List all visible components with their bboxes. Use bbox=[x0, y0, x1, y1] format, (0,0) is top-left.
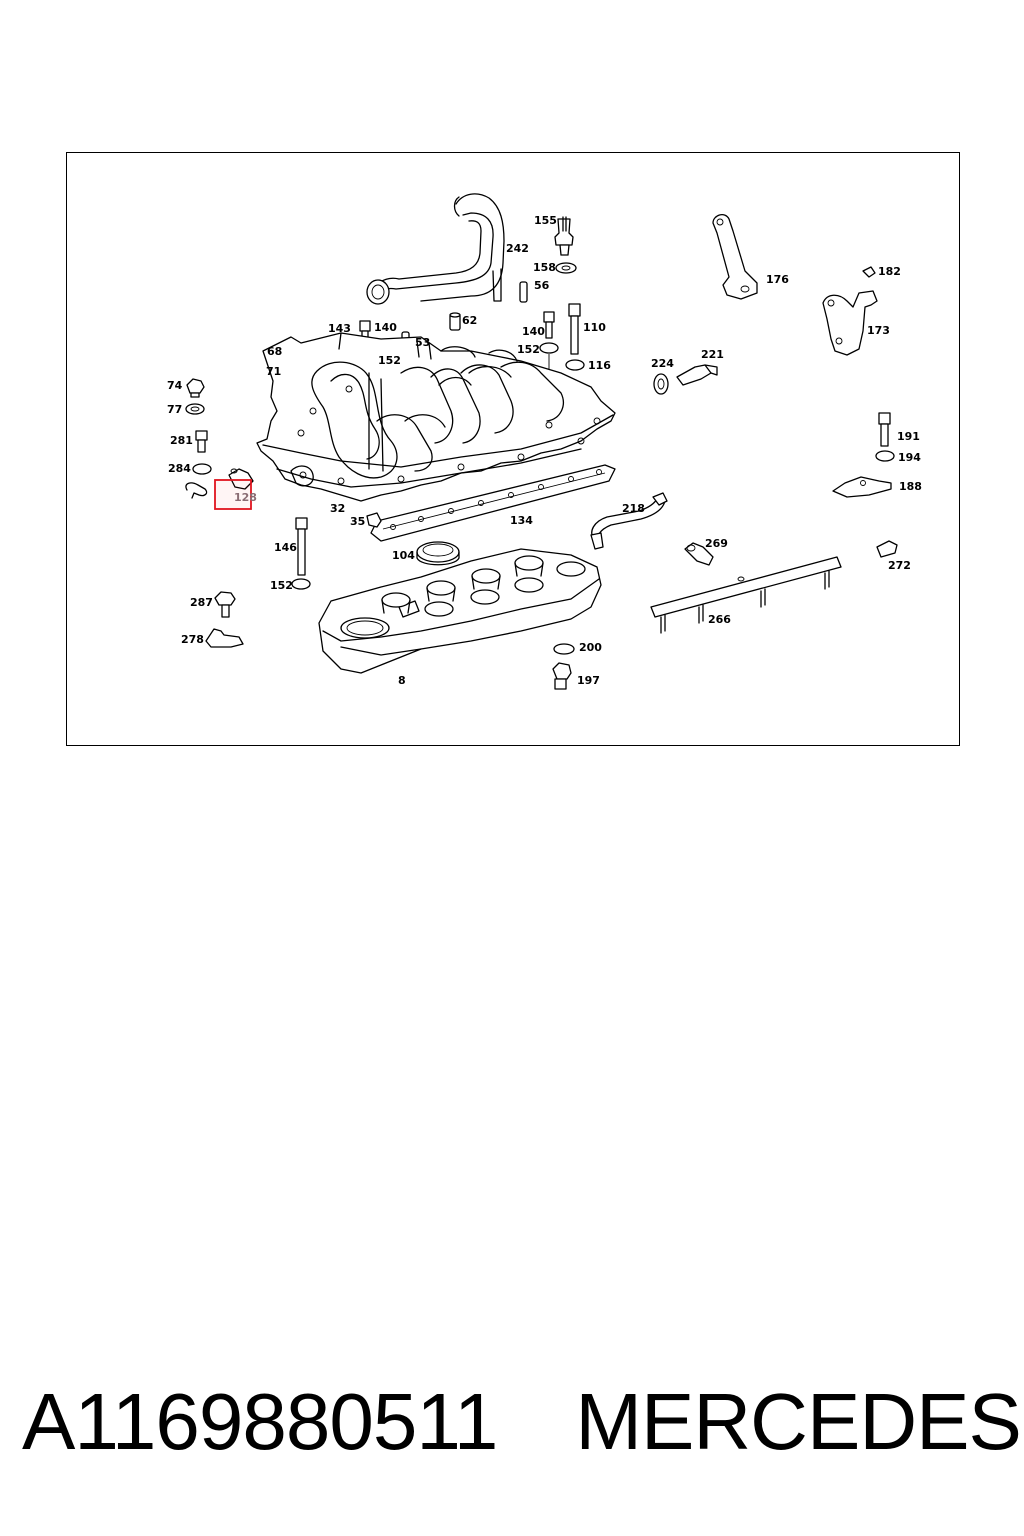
sleeve bbox=[449, 312, 461, 331]
washer bbox=[192, 463, 212, 475]
breather-hose bbox=[366, 193, 505, 305]
sensor bbox=[228, 468, 254, 490]
callout-label: 272 bbox=[888, 559, 911, 572]
diagram-frame: 74 77 281 284 128 68 71 143 140 53 152 6… bbox=[66, 152, 960, 746]
lower-manifold bbox=[318, 548, 602, 674]
callout-label: 284 bbox=[168, 462, 191, 475]
callout-label: 140 bbox=[522, 325, 545, 338]
plug bbox=[186, 378, 205, 398]
callout-label: 104 bbox=[392, 549, 415, 562]
callout-label: 8 bbox=[398, 674, 406, 687]
washer bbox=[539, 342, 559, 354]
callout-label: 134 bbox=[510, 514, 533, 527]
callout-label: 221 bbox=[701, 348, 724, 361]
washer bbox=[565, 359, 585, 371]
long-bolt bbox=[295, 517, 308, 576]
callout-label: 194 bbox=[898, 451, 921, 464]
bolt bbox=[543, 311, 555, 339]
parts-diagram: 74 77 281 284 128 68 71 143 140 53 152 6… bbox=[167, 193, 922, 690]
callout-label: 158 bbox=[533, 261, 556, 274]
callout-label: 266 bbox=[708, 613, 731, 626]
callout-labels: 74 77 281 284 128 68 71 143 140 53 152 6… bbox=[167, 214, 922, 687]
part-caption: A1169880511 MERCEDES bbox=[22, 1372, 1022, 1472]
highlight-box bbox=[214, 479, 252, 510]
callout-label: 242 bbox=[506, 242, 529, 255]
callout-label: 191 bbox=[897, 430, 920, 443]
bolt bbox=[878, 412, 891, 447]
washer bbox=[553, 643, 575, 655]
bracket-plate bbox=[832, 476, 892, 498]
washer bbox=[875, 450, 895, 462]
temperature-sensor bbox=[676, 364, 718, 386]
bracket bbox=[822, 290, 878, 356]
clip bbox=[862, 266, 876, 278]
callout-label: 155 bbox=[534, 214, 557, 227]
callout-label: 35 bbox=[350, 515, 365, 528]
part-number: A1169880511 bbox=[22, 1377, 498, 1466]
injector bbox=[684, 542, 714, 566]
callout-label: 77 bbox=[167, 403, 182, 416]
fuel-rail bbox=[650, 556, 842, 634]
dowel-pin bbox=[519, 281, 528, 303]
grommet bbox=[366, 512, 382, 528]
callout-label: 71 bbox=[266, 365, 281, 378]
bolt bbox=[214, 591, 236, 618]
callout-label: 56 bbox=[534, 279, 550, 292]
callout-label: 74 bbox=[167, 379, 183, 392]
callout-label: 173 bbox=[867, 324, 890, 337]
callout-label: 146 bbox=[274, 541, 297, 554]
cap bbox=[876, 540, 898, 558]
callout-label: 62 bbox=[462, 314, 477, 327]
callout-label: 110 bbox=[583, 321, 606, 334]
bolt bbox=[195, 430, 208, 453]
callout-label: 188 bbox=[899, 480, 922, 493]
seal-ring bbox=[416, 541, 460, 566]
callout-label: 281 bbox=[170, 434, 193, 447]
callout-label: 278 bbox=[181, 633, 204, 646]
connector-fitting bbox=[554, 216, 574, 256]
callout-label: 68 bbox=[267, 345, 282, 358]
callout-label: 32 bbox=[330, 502, 345, 515]
callout-label-highlighted: 128 bbox=[234, 491, 257, 504]
plug bbox=[552, 662, 572, 690]
washer bbox=[555, 262, 577, 274]
callout-label: 176 bbox=[766, 273, 789, 286]
seal-ring bbox=[185, 403, 205, 415]
washer bbox=[291, 578, 311, 590]
callout-label: 197 bbox=[577, 674, 600, 687]
vacuum-line bbox=[590, 492, 668, 550]
support-bracket bbox=[712, 213, 758, 300]
callout-label: 287 bbox=[190, 596, 213, 609]
callout-label: 200 bbox=[579, 641, 602, 654]
callout-label: 140 bbox=[374, 321, 397, 334]
callout-label: 116 bbox=[588, 359, 611, 372]
callout-label: 152 bbox=[378, 354, 401, 367]
long-bolt bbox=[568, 303, 581, 355]
hose-clamp bbox=[185, 482, 208, 499]
callout-label: 182 bbox=[878, 265, 901, 278]
brand-name: MERCEDES bbox=[575, 1377, 1021, 1466]
bracket bbox=[205, 628, 244, 648]
callout-label: 152 bbox=[270, 579, 293, 592]
callout-label: 218 bbox=[622, 502, 645, 515]
callout-label: 269 bbox=[705, 537, 728, 550]
callout-label: 152 bbox=[517, 343, 540, 356]
callout-label: 224 bbox=[651, 357, 674, 370]
intake-manifold bbox=[256, 332, 616, 502]
seal-ring bbox=[653, 373, 669, 395]
callout-label: 143 bbox=[328, 322, 351, 335]
callout-label: 53 bbox=[415, 336, 430, 349]
